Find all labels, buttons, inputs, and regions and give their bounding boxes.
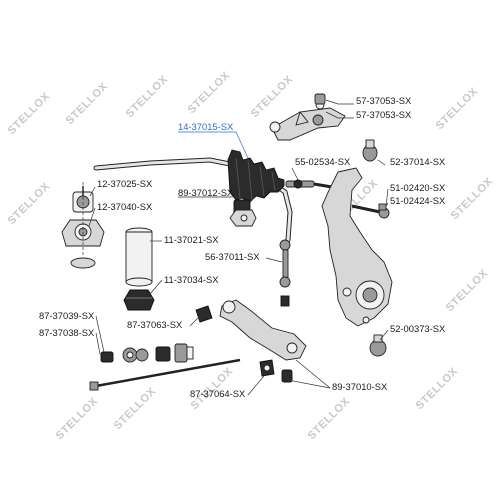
watermark: STELLOX bbox=[449, 175, 496, 222]
watermark: STELLOX bbox=[112, 385, 159, 432]
strut-top-mount bbox=[61, 182, 105, 269]
callout-label: 57-37053-SX bbox=[356, 95, 412, 106]
watermark: STELLOX bbox=[54, 395, 101, 442]
callout-label: 56-37011-SX bbox=[205, 251, 260, 262]
upper-ball-joint bbox=[362, 139, 378, 162]
watermark: STELLOX bbox=[64, 80, 111, 127]
callout-label: 87-37038-SX bbox=[39, 327, 95, 338]
stabilizer-bushing bbox=[229, 199, 257, 227]
callout-label: 11-37021-SX bbox=[164, 234, 219, 245]
callout-label: 52-37014-SX bbox=[390, 156, 446, 167]
lower-ball-joint bbox=[369, 334, 387, 357]
callout-label: 89-37012-SX bbox=[178, 187, 234, 198]
callout-label: 57-37053-SX bbox=[356, 109, 412, 120]
outer-tie-rod bbox=[351, 203, 390, 219]
watermark: STELLOX bbox=[6, 90, 53, 137]
steering-knuckle bbox=[321, 167, 393, 327]
callout-label: 51-02420-SX bbox=[390, 182, 446, 193]
callout-labels: 14-37015-SX 57-37053-SX 57-37053-SX 52-3… bbox=[39, 95, 446, 399]
callout-label: 87-37064-SX bbox=[190, 388, 246, 399]
leader-lines bbox=[88, 99, 389, 396]
upper-control-arm bbox=[269, 93, 346, 141]
watermark: STELLOX bbox=[444, 267, 491, 314]
callout-label: 51-02424-SX bbox=[390, 195, 446, 206]
callout-label: 55-02534-SX bbox=[295, 156, 351, 167]
callout-label: 14-37015-SX bbox=[178, 121, 234, 132]
callout-label: 52-00373-SX bbox=[390, 323, 446, 334]
steering-rack-boot bbox=[227, 149, 285, 203]
callout-label: 87-37063-SX bbox=[127, 319, 183, 330]
callout-label: 87-37039-SX bbox=[39, 310, 95, 321]
watermark: STELLOX bbox=[414, 365, 461, 412]
watermark: STELLOX bbox=[6, 180, 53, 227]
lower-control-arm bbox=[195, 299, 307, 377]
bump-stop bbox=[123, 289, 155, 311]
callout-label: 12-37040-SX bbox=[97, 201, 153, 212]
callout-label: 89-37010-SX bbox=[332, 381, 388, 392]
stabilizer-link bbox=[279, 239, 291, 307]
watermark: STELLOX bbox=[306, 395, 353, 442]
watermark: STELLOX bbox=[124, 73, 171, 120]
callout-label: 11-37034-SX bbox=[164, 274, 219, 285]
lower-arm-bushings bbox=[100, 343, 194, 363]
long-bolt bbox=[89, 358, 241, 391]
callout-label: 12-37025-SX bbox=[97, 178, 153, 189]
watermark: STELLOX bbox=[186, 69, 233, 116]
rear-lower-bushing bbox=[281, 369, 293, 383]
shock-absorber-boot bbox=[125, 227, 153, 287]
watermark: STELLOX bbox=[249, 73, 296, 120]
watermark: STELLOX bbox=[434, 85, 481, 132]
